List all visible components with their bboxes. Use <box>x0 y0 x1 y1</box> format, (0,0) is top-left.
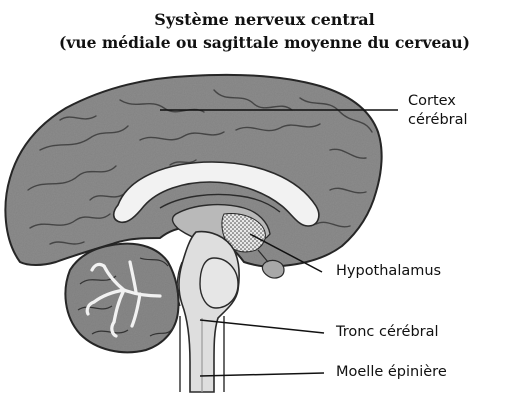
moelle-epiniere-label: Moelle épinière <box>336 363 447 382</box>
pituitary-gland <box>262 260 284 278</box>
tronc-leader-line <box>200 320 324 333</box>
moelle-leader-line <box>200 373 324 376</box>
cortex-label-line1: Cortex <box>408 92 456 111</box>
tronc-cerebral-label: Tronc cérébral <box>336 323 439 342</box>
cortex-label-line2: cérébral <box>408 111 468 130</box>
hypothalamus-label: Hypothalamus <box>336 262 441 281</box>
brainstem <box>179 232 239 392</box>
